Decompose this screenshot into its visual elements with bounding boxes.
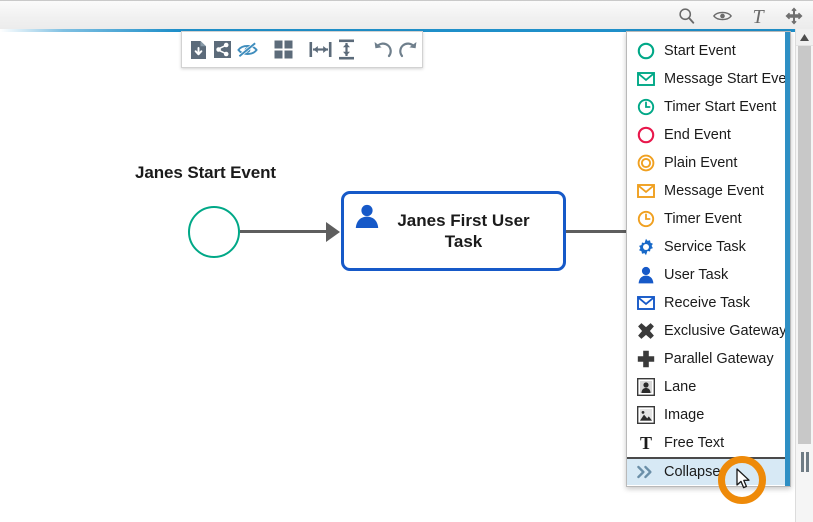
- palette-item-timer-event[interactable]: Timer Event: [627, 205, 790, 233]
- circle-outline-icon: [636, 41, 656, 61]
- palette-item-label: Plain Event: [664, 155, 738, 171]
- x-burst-icon: [636, 321, 656, 341]
- plus-cross-icon: [636, 349, 656, 369]
- eye-off-icon[interactable]: [237, 38, 258, 62]
- palette-item-service-task[interactable]: Service Task: [627, 233, 790, 261]
- fit-horizontal-icon[interactable]: [309, 38, 332, 62]
- grid-icon[interactable]: [274, 38, 293, 62]
- palette-item-label: Timer Event: [664, 211, 742, 227]
- palette-item-label: User Task: [664, 267, 729, 283]
- palette-item-user-task[interactable]: User Task: [627, 261, 790, 289]
- resize-grip[interactable]: [799, 449, 811, 475]
- connector-line-out: [566, 230, 626, 233]
- palette-item-timer-start-event[interactable]: Timer Start Event: [627, 93, 790, 121]
- palette-item-label: Service Task: [664, 239, 746, 255]
- palette-item-label: Exclusive Gateway: [664, 323, 787, 339]
- palette-item-end-event[interactable]: End Event: [627, 121, 790, 149]
- move-icon[interactable]: [783, 5, 805, 27]
- gear-icon: [636, 237, 656, 257]
- connector-arrowhead: [326, 222, 340, 242]
- palette-item-free-text[interactable]: T Free Text: [627, 429, 790, 457]
- palette-item-exclusive-gateway[interactable]: Exclusive Gateway: [627, 317, 790, 345]
- connector-line: [240, 230, 328, 233]
- fit-vertical-icon[interactable]: [337, 38, 356, 62]
- vertical-scrollbar[interactable]: [795, 29, 813, 522]
- palette-item-receive-task[interactable]: Receive Task: [627, 289, 790, 317]
- palette-scrollbar-thumb[interactable]: [785, 32, 790, 486]
- mouse-cursor: [736, 468, 752, 490]
- start-event-label: Janes Start Event: [135, 163, 276, 182]
- palette-item-message-event[interactable]: Message Event: [627, 177, 790, 205]
- palette-item-label: Message Start Event: [664, 71, 791, 87]
- palette-scrollbar[interactable]: [785, 32, 790, 486]
- svg-text:T: T: [640, 434, 652, 452]
- palette-item-label: Message Event: [664, 183, 764, 199]
- header-accent-line: [0, 29, 795, 32]
- user-icon: [353, 202, 381, 230]
- download-icon[interactable]: [189, 38, 208, 62]
- palette-item-lane[interactable]: Lane: [627, 373, 790, 401]
- chevron-double-right-icon: [636, 462, 656, 482]
- user-icon: [636, 265, 656, 285]
- palette-item-label: Lane: [664, 379, 697, 395]
- top-header-bar: T: [0, 0, 813, 29]
- palette-item-label: Free Text: [664, 435, 725, 451]
- header-icon-group: T: [675, 1, 805, 30]
- clock-icon: [636, 97, 656, 117]
- image-icon: [636, 405, 656, 425]
- palette-item-plain-event[interactable]: Plain Event: [627, 149, 790, 177]
- undo-icon[interactable]: [372, 38, 393, 62]
- envelope-icon: [636, 293, 656, 313]
- double-circle-icon: [636, 153, 656, 173]
- envelope-icon: [636, 69, 656, 89]
- palette-item-label: Receive Task: [664, 295, 750, 311]
- lane-icon: [636, 377, 656, 397]
- cursor-highlight-ring: [718, 456, 766, 504]
- palette-item-label: Collapse: [664, 464, 721, 480]
- start-event-node[interactable]: [188, 206, 240, 258]
- diagram-toolbar[interactable]: [181, 31, 423, 68]
- scroll-up-arrow[interactable]: [796, 29, 813, 46]
- search-icon[interactable]: [675, 5, 697, 27]
- text-icon[interactable]: T: [747, 5, 769, 27]
- palette-item-message-start-event[interactable]: Message Start Event: [627, 65, 790, 93]
- palette-item-parallel-gateway[interactable]: Parallel Gateway: [627, 345, 790, 373]
- user-task-label: Janes First User Task: [397, 210, 530, 251]
- palette-item-label: Start Event: [664, 43, 736, 59]
- palette-item-start-event[interactable]: Start Event: [627, 37, 790, 65]
- free-text-icon: T: [636, 433, 656, 453]
- clock-icon: [636, 209, 656, 229]
- palette-item-label: End Event: [664, 127, 731, 143]
- redo-icon[interactable]: [398, 38, 419, 62]
- palette-item-label: Timer Start Event: [664, 99, 777, 115]
- palette-item-label: Image: [664, 407, 705, 423]
- scrollbar-thumb[interactable]: [798, 46, 811, 444]
- palette-item-label: Parallel Gateway: [664, 351, 774, 367]
- user-task-node[interactable]: Janes First User Task: [341, 191, 566, 271]
- palette-item-image[interactable]: Image: [627, 401, 790, 429]
- circle-outline-icon: [636, 125, 656, 145]
- eye-icon[interactable]: [711, 5, 733, 27]
- share-icon[interactable]: [213, 38, 232, 62]
- envelope-icon: [636, 181, 656, 201]
- svg-text:T: T: [752, 6, 765, 26]
